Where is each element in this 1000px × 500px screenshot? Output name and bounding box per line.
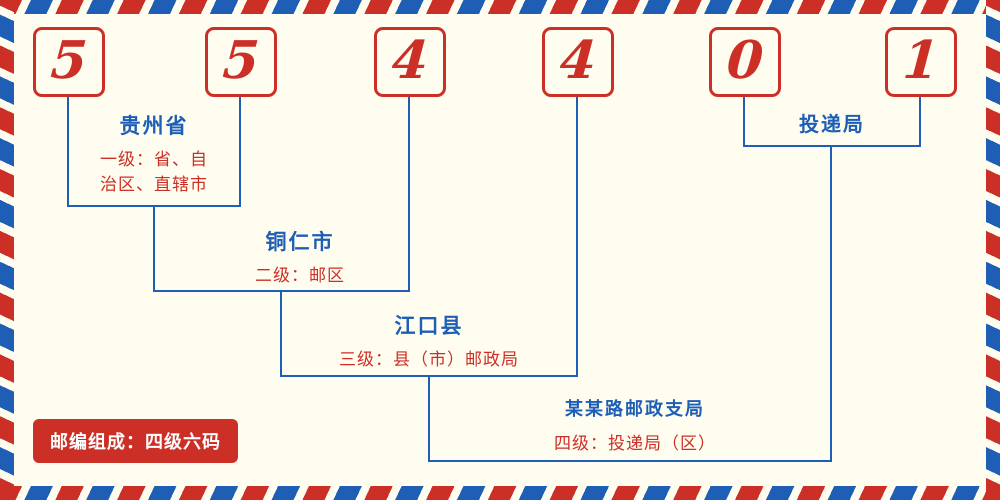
level1-label-group: 贵州省 一级：省、自 治区、直辖市 xyxy=(79,110,229,197)
level3-description: 三级：县（市）邮政局 xyxy=(339,350,519,369)
level3-label-group: 江口县 三级：县（市）邮政局 xyxy=(309,310,549,373)
level2-description: 二级：邮区 xyxy=(255,266,345,285)
level1-place-name: 贵州省 xyxy=(119,115,189,138)
airmail-border-top xyxy=(0,0,1000,14)
digit-box-3: 4 xyxy=(374,27,446,97)
digit-box-2: 5 xyxy=(205,27,277,97)
line-level3-right xyxy=(576,97,578,375)
level3-place-name: 江口县 xyxy=(394,315,464,338)
digit-4: 4 xyxy=(557,30,599,91)
airmail-border-bottom xyxy=(0,486,1000,500)
digit-5: 0 xyxy=(724,30,766,91)
line-level3-left xyxy=(280,290,282,375)
digit-box-5: 0 xyxy=(709,27,781,97)
line-level4-left xyxy=(428,375,430,460)
line-level4-bottom xyxy=(428,460,832,462)
digit-3: 4 xyxy=(389,30,431,91)
line-level2-left xyxy=(153,205,155,290)
level1-description: 一级：省、自 治区、直辖市 xyxy=(100,150,208,194)
delivery-office-label: 投递局 xyxy=(799,114,865,136)
level4-place-name: 某某路邮政支局 xyxy=(565,399,705,419)
level4-label-group: 某某路邮政支局 四级：投递局（区） xyxy=(500,395,770,457)
line-delivery-left xyxy=(743,97,745,145)
line-delivery-bottom xyxy=(743,145,921,147)
level2-label-group: 铜仁市 二级：邮区 xyxy=(200,226,400,289)
digit-1: 5 xyxy=(48,30,90,91)
composition-badge: 邮编组成：四级六码 xyxy=(33,419,238,463)
level4-description: 四级：投递局（区） xyxy=(554,434,716,453)
level2-place-name: 铜仁市 xyxy=(265,231,335,254)
digit-box-6: 1 xyxy=(885,27,957,97)
line-level1-right xyxy=(239,97,241,205)
line-level2-right xyxy=(408,97,410,290)
airmail-border-left xyxy=(0,0,14,500)
digit-box-4: 4 xyxy=(542,27,614,97)
line-delivery-right xyxy=(919,97,921,145)
line-level4-right xyxy=(830,145,832,460)
digit-6: 1 xyxy=(900,30,942,91)
line-level1-left xyxy=(67,97,69,205)
digit-2: 5 xyxy=(220,30,262,91)
airmail-border-right xyxy=(986,0,1000,500)
digit-box-1: 5 xyxy=(33,27,105,97)
